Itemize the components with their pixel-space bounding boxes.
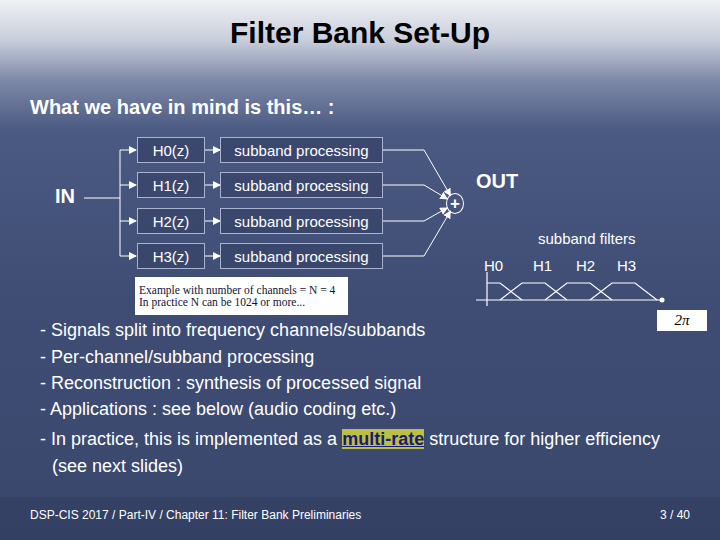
- node-text: subband processing: [234, 213, 368, 230]
- bullet-text: - Applications : see below (audio coding…: [40, 399, 396, 420]
- node-text: In practice N can be 1024 or more...: [139, 296, 305, 308]
- footer-text: DSP-CIS 2017 / Part-IV / Chapter 11: Fil…: [30, 508, 361, 522]
- signal-connector: [383, 150, 451, 196]
- processing-box: subband processing: [220, 137, 383, 163]
- bullet-text: - Reconstruction : synthesis of processe…: [40, 373, 421, 394]
- signal-connector: [383, 211, 450, 256]
- node-text: H2(z): [153, 213, 190, 230]
- axis-caption: subband filters: [538, 230, 636, 247]
- filter-sketch: [476, 272, 662, 306]
- signal-connector: [205, 256, 220, 257]
- processing-box: subband processing: [220, 243, 383, 269]
- signal-connector: [205, 185, 220, 186]
- node-text: H3(z): [153, 248, 190, 265]
- signal-connector: [205, 221, 220, 222]
- slide-title: Filter Bank Set-Up: [0, 16, 720, 50]
- sum-node: +: [446, 193, 464, 214]
- axis-dot: [660, 298, 665, 303]
- bullet-text: - In practice, this is implemented as a: [40, 429, 337, 449]
- node-text: subband processing: [234, 177, 368, 194]
- input-fan: [84, 150, 136, 256]
- bullet-item: - In practice, this is implemented as a …: [40, 426, 680, 480]
- filter-name: H0: [484, 257, 503, 274]
- signal-connector: [383, 185, 447, 199]
- signal-connector: [383, 208, 447, 221]
- signal-connector: [205, 150, 220, 151]
- intro-text: What we have in mind is this… :: [30, 96, 334, 119]
- highlight-term: multi-rate: [342, 429, 424, 449]
- node-text: Example with number of channels = N = 4: [139, 284, 335, 296]
- node-text: 2π: [674, 312, 689, 329]
- processing-box: subband processing: [220, 208, 383, 234]
- node-text: +: [450, 195, 460, 212]
- filter-name: H1: [533, 257, 552, 274]
- bullet-text: - Per-channel/subband processing: [40, 347, 314, 368]
- node-text: subband processing: [234, 142, 368, 159]
- node-text: H1(z): [153, 177, 190, 194]
- axis-end-box: 2π: [657, 310, 707, 331]
- filter-name: H2: [576, 257, 595, 274]
- output-label: OUT: [476, 170, 518, 193]
- note-box: Example with number of channels = N = 4I…: [135, 277, 348, 315]
- input-label: IN: [55, 185, 75, 208]
- processing-box: subband processing: [220, 172, 383, 198]
- filter-box: H0(z): [137, 137, 205, 163]
- node-text: H0(z): [153, 142, 190, 159]
- filter-name: H3: [617, 257, 636, 274]
- footer-bar: [0, 497, 720, 540]
- node-text: subband processing: [234, 248, 368, 265]
- filter-box: H2(z): [137, 208, 205, 234]
- filter-box: H3(z): [137, 243, 205, 269]
- filter-box: H1(z): [137, 172, 205, 198]
- bullet-text: - Signals split into frequency channels/…: [40, 320, 425, 341]
- page-number: 3 / 40: [660, 508, 690, 522]
